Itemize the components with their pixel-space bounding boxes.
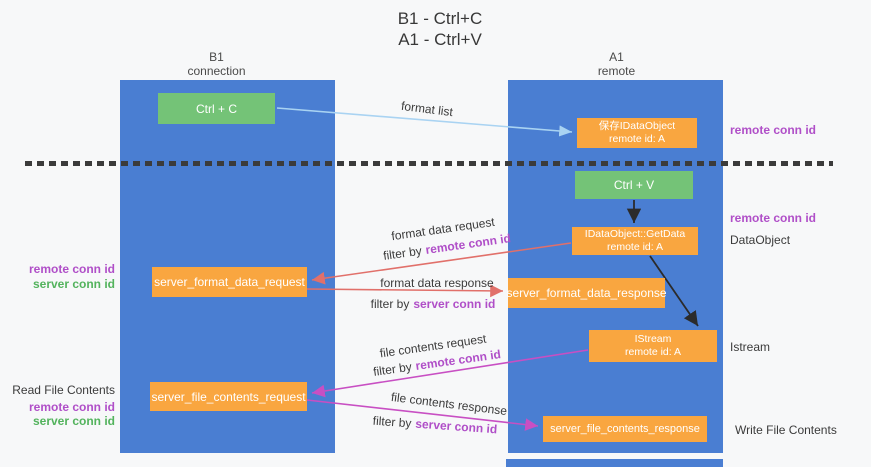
- side-remote-conn-id-top-right: remote conn id: [730, 123, 817, 137]
- side-remote-conn-id-mid-left: remote conn id: [28, 262, 115, 276]
- side-write-file-contents-label: Write File Contents: [735, 423, 837, 437]
- lane-header-right: A1 remote: [558, 50, 675, 78]
- dashed-divider: [25, 161, 833, 166]
- lane-a1-remote-continued: [506, 459, 723, 467]
- node-server-file-contents-request: server_file_contents_request: [150, 382, 307, 411]
- node-getdata-line1: IDataObject::GetData: [584, 228, 686, 240]
- node-istream: IStream remote id: A: [589, 330, 717, 362]
- node-format-response-label: server_format_data_response: [506, 286, 667, 300]
- node-format-request-label: server_format_data_request: [154, 275, 305, 289]
- arrow-file-contents-response: [306, 399, 539, 431]
- node-server-file-contents-response: server_file_contents_response: [543, 416, 707, 442]
- node-server-format-data-request: server_format_data_request: [152, 267, 307, 297]
- lane-right-sub: remote: [597, 64, 636, 78]
- side-server-conn-id-bottom-left: server conn id: [32, 414, 115, 428]
- node-ctrl-v-label: Ctrl + V: [613, 178, 655, 192]
- node-istream-line1: IStream: [634, 333, 672, 345]
- side-istream-label: Istream: [730, 340, 771, 354]
- label-filter-by: filter by: [372, 413, 412, 431]
- label-format-data-response-text: format data response: [380, 276, 494, 290]
- node-istream-line2: remote id: A: [624, 346, 682, 358]
- arrow-format-list: [276, 107, 573, 137]
- title-line-1: B1 - Ctrl+C: [397, 9, 483, 28]
- arrow-format-data-request: [311, 242, 572, 285]
- label-server-conn-id: server conn id: [413, 297, 496, 311]
- label-filter-by: filter by: [370, 297, 410, 311]
- node-save-idataobject: 保存IDataObject remote id: A: [577, 118, 697, 148]
- node-idataobject-getdata: IDataObject::GetData remote id: A: [572, 227, 698, 255]
- lane-right-name: A1: [609, 50, 624, 64]
- node-getdata-line2: remote id: A: [606, 241, 664, 253]
- side-dataobject-label: DataObject: [730, 233, 791, 247]
- lane-header-left: B1 connection: [158, 50, 275, 78]
- node-ctrl-v: Ctrl + V: [575, 171, 693, 199]
- node-save-idataobject-line2: remote id: A: [608, 133, 666, 145]
- arrow-getdata-to-istream: [649, 255, 699, 327]
- title-line-2: A1 - Ctrl+V: [398, 30, 482, 49]
- node-file-request-label: server_file_contents_request: [151, 389, 306, 404]
- side-remote-conn-id-mid-right: remote conn id: [730, 211, 817, 225]
- lane-left-name: B1: [209, 50, 224, 64]
- label-format-data-response: format data response: [380, 276, 493, 290]
- node-save-idataobject-line1: 保存IDataObject: [598, 120, 676, 132]
- side-remote-conn-id-bottom-left: remote conn id: [28, 400, 115, 414]
- node-server-format-data-response: server_format_data_response: [506, 278, 667, 308]
- diagram-title: B1 - Ctrl+C A1 - Ctrl+V: [300, 8, 580, 50]
- node-ctrl-c: Ctrl + C: [158, 93, 275, 124]
- node-file-response-label: server_file_contents_response: [550, 423, 700, 435]
- lane-left-sub: connection: [187, 64, 246, 78]
- arrow-format-data-response: [306, 284, 504, 298]
- side-read-file-contents-label: Read File Contents: [12, 383, 115, 397]
- arrow-file-contents-request: [311, 349, 589, 398]
- node-ctrl-c-label: Ctrl + C: [195, 101, 237, 116]
- side-server-conn-id-mid-left: server conn id: [32, 277, 115, 291]
